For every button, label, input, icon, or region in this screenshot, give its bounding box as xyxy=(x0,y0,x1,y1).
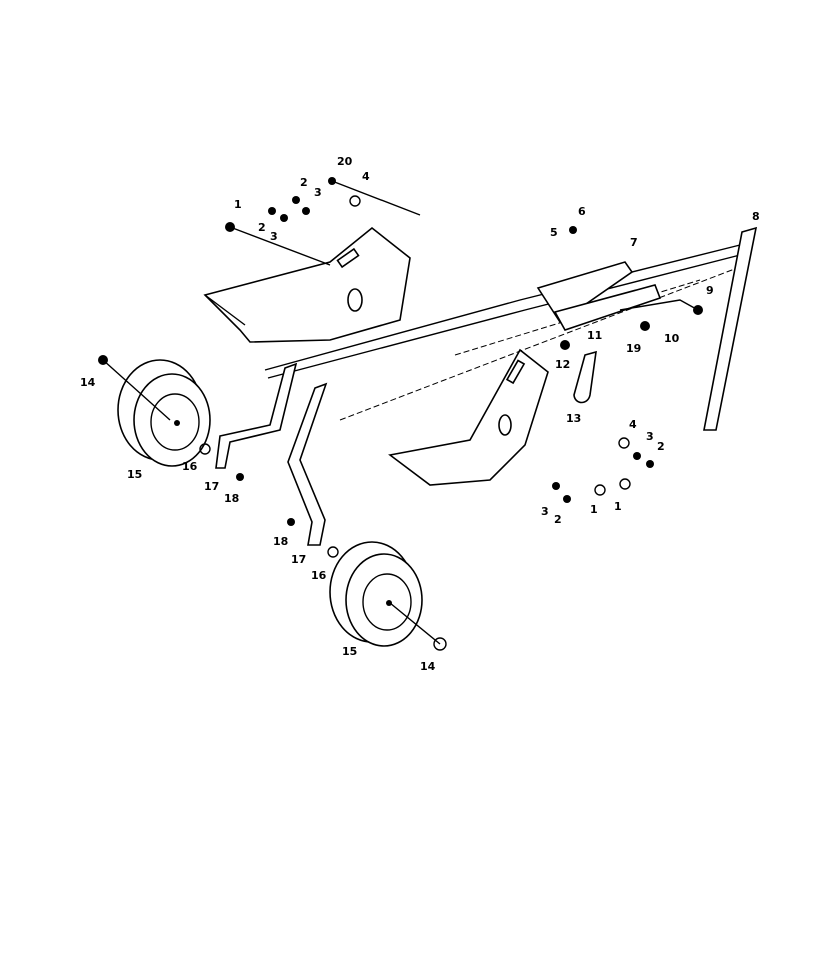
callout-label: 15 xyxy=(127,468,142,481)
callout-label: 3 xyxy=(541,505,549,518)
depth-bar xyxy=(703,226,758,431)
callout-label: 18 xyxy=(224,492,239,505)
hitch-pin xyxy=(573,350,597,404)
frame-bars xyxy=(264,244,746,421)
hardware xyxy=(98,177,703,651)
callout-label: 9 xyxy=(706,284,714,297)
callout-label: 16 xyxy=(182,460,198,473)
callout-label: 18 xyxy=(273,535,288,548)
callout-label: 14 xyxy=(420,660,436,673)
callout-label: 17 xyxy=(291,553,306,566)
callout-label: 19 xyxy=(626,342,641,355)
callout-label: 1 xyxy=(590,503,598,516)
callout-label: 2 xyxy=(258,221,266,234)
callout-label: 14 xyxy=(80,376,96,389)
wheel-left xyxy=(117,359,211,467)
callout-label: 5 xyxy=(550,226,558,239)
callout-label: 1 xyxy=(234,198,242,211)
callout-label: 2 xyxy=(554,513,562,526)
callout-label: 3 xyxy=(646,430,654,443)
callout-label: 4 xyxy=(629,418,637,431)
wheel-brackets xyxy=(215,362,328,546)
callout-label: 13 xyxy=(566,412,581,425)
callout-label: 2 xyxy=(300,176,308,189)
callout-label: 3 xyxy=(314,186,322,199)
right-frame-plate xyxy=(388,348,549,486)
callout-label: 12 xyxy=(555,358,570,371)
callout-label: 20 xyxy=(337,155,353,168)
callout-label: 17 xyxy=(204,480,219,493)
wheel-right xyxy=(329,541,423,647)
callout-label: 4 xyxy=(362,170,370,183)
callout-label: 8 xyxy=(752,210,760,223)
left-frame-plate xyxy=(203,226,411,343)
callout-label: 1 xyxy=(614,500,622,513)
callout-label: 7 xyxy=(630,236,638,249)
callout-label: 2 xyxy=(657,440,665,453)
callout-label: 15 xyxy=(342,645,357,658)
callout-label: 11 xyxy=(587,329,602,342)
callout-label: 16 xyxy=(311,569,327,582)
callout-label: 3 xyxy=(270,230,278,243)
callout-label: 6 xyxy=(578,205,586,218)
callout-label: 10 xyxy=(664,332,680,345)
